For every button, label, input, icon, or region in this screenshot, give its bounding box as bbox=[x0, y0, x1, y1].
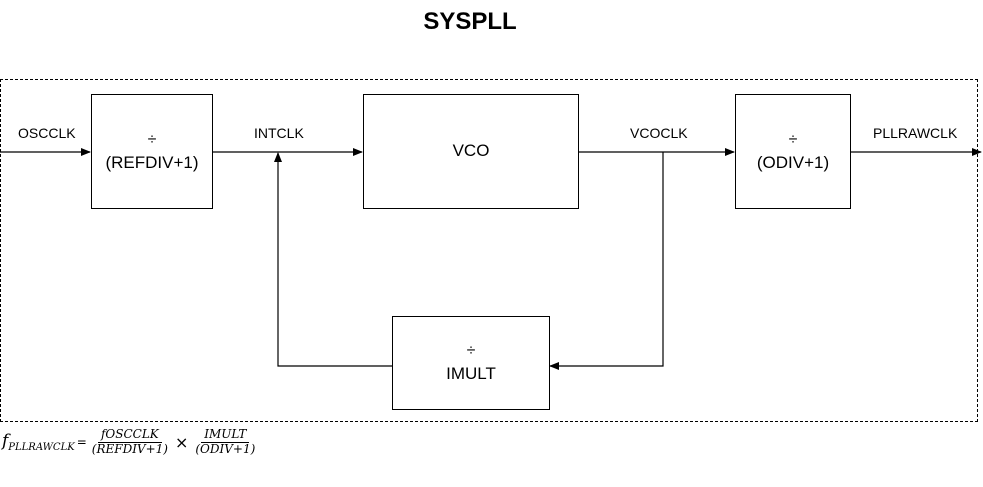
refdiv-divider-block: ÷ (REFDIV+1) bbox=[91, 94, 213, 209]
formula-lhs-subscript: PLLRAWCLK bbox=[8, 442, 75, 454]
formula-times: × bbox=[174, 432, 189, 452]
syspll-boundary bbox=[0, 79, 978, 422]
odiv-label: (ODIV+1) bbox=[756, 152, 830, 172]
output-frequency-formula: fPLLRAWCLK = fOSCCLK (REFDIV+1) × IMULT … bbox=[2, 427, 258, 457]
refdiv-label: (REFDIV+1) bbox=[105, 152, 199, 172]
diagram-title: SYSPLL bbox=[423, 8, 517, 35]
imult-label: IMULT bbox=[446, 364, 496, 384]
vco-label: VCO bbox=[452, 141, 490, 161]
formula-fraction-1: fOSCCLK (REFDIV+1) bbox=[89, 427, 171, 457]
formula-fraction-1-denominator: (REFDIV+1) bbox=[91, 441, 168, 456]
wire-feedback-to-intclk bbox=[274, 152, 392, 367]
divide-symbol: ÷ bbox=[147, 130, 157, 148]
formula-fraction-2: IMULT (ODIV+1) bbox=[192, 427, 258, 457]
divide-symbol: ÷ bbox=[466, 342, 476, 360]
signal-label-pllrawclk: PLLRAWCLK bbox=[873, 125, 958, 141]
signal-label-vcoclk: VCOCLK bbox=[630, 125, 688, 141]
formula-fraction-1-numerator: fOSCCLK bbox=[97, 427, 162, 443]
divide-symbol: ÷ bbox=[788, 130, 798, 148]
signal-label-intclk: INTCLK bbox=[254, 125, 304, 141]
wire-feedback-to-imult bbox=[549, 152, 664, 370]
signal-label-oscclk: OSCCLK bbox=[18, 125, 76, 141]
formula-equals: = bbox=[76, 435, 87, 450]
formula-lhs: fPLLRAWCLK bbox=[2, 431, 75, 454]
vco-block: VCO bbox=[363, 94, 579, 209]
odiv-divider-block: ÷ (ODIV+1) bbox=[735, 94, 851, 209]
formula-fraction-2-numerator: IMULT bbox=[201, 427, 250, 443]
formula-fraction-2-denominator: (ODIV+1) bbox=[195, 441, 256, 456]
imult-divider-block: ÷ IMULT bbox=[392, 316, 550, 410]
